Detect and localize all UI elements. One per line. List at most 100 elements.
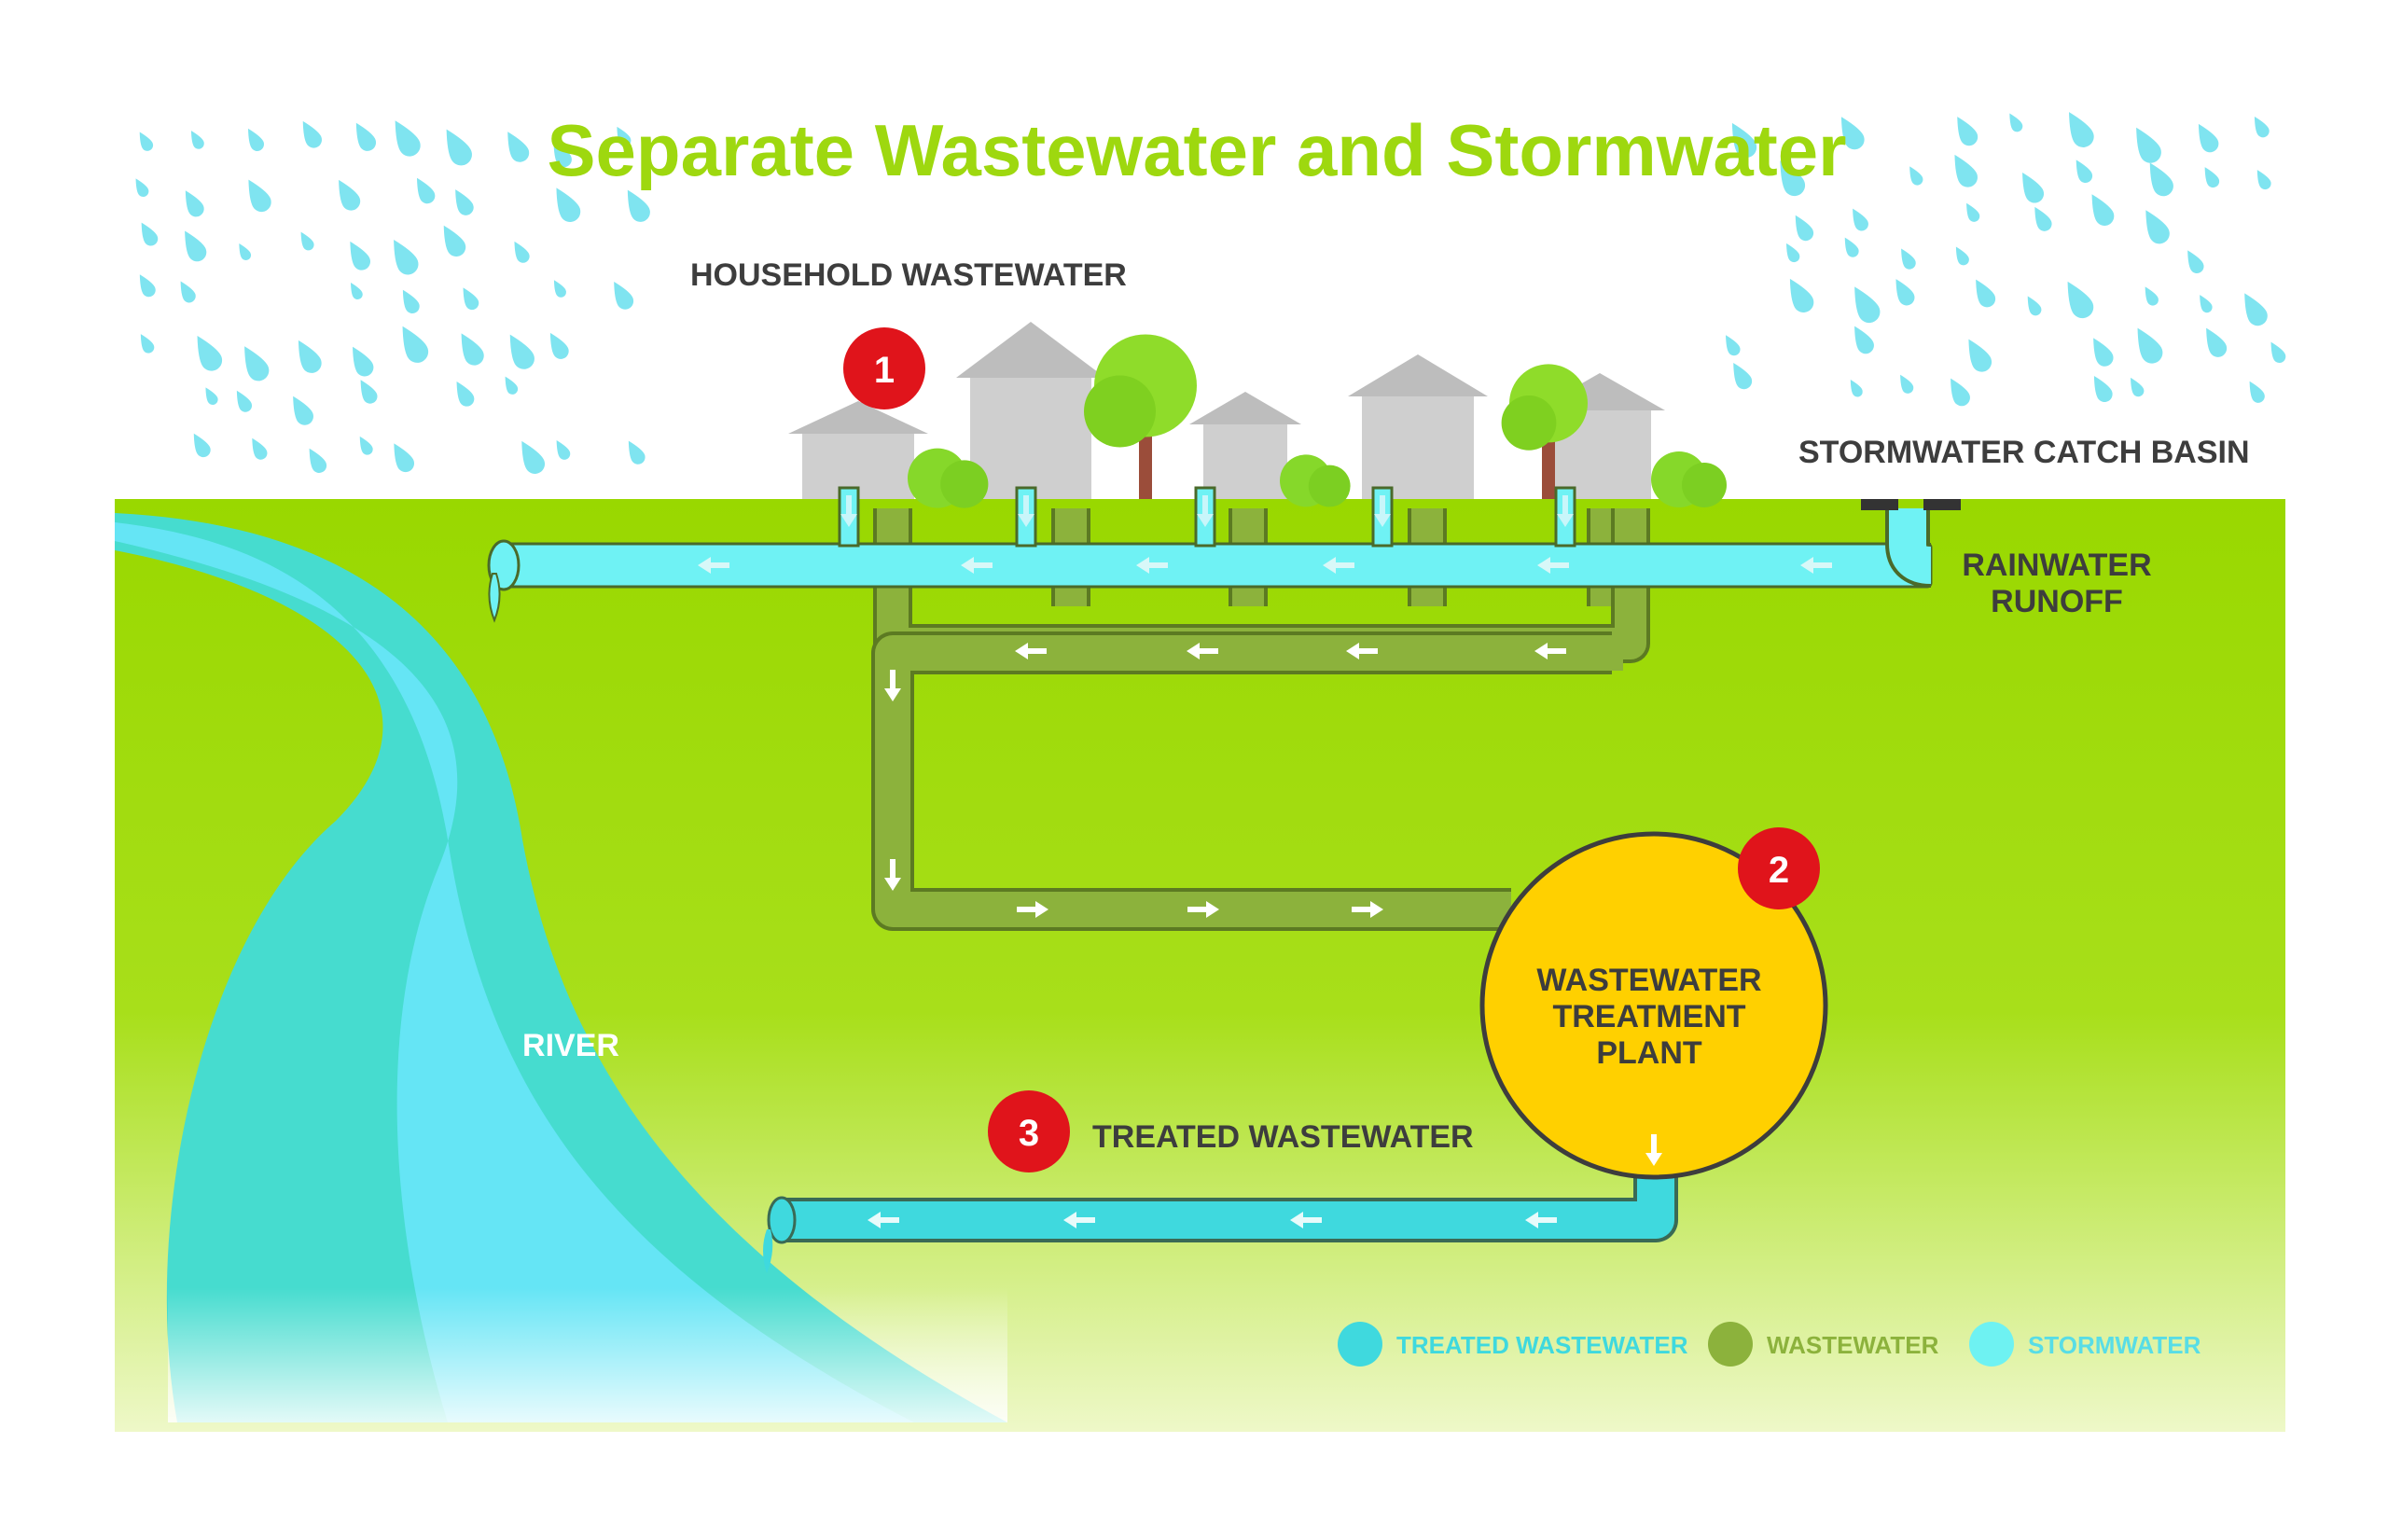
raindrop-icon: [1957, 117, 1978, 146]
label-treated-wastewater: TREATED WASTEWATER: [1092, 1119, 1474, 1155]
raindrop-icon: [2249, 381, 2265, 403]
raindrop-icon: [463, 287, 479, 311]
raindrop-icon: [298, 340, 322, 373]
raindrop-icon: [350, 241, 371, 271]
flow-arrow-icon: [1063, 1212, 1095, 1228]
flow-arrow-icon: [1187, 643, 1218, 659]
flow-arrow-icon: [1290, 1212, 1322, 1228]
raindrop-icon: [293, 395, 313, 425]
legend-label-wastewater: WASTEWATER: [1767, 1331, 1939, 1359]
raindrop-icon: [2204, 167, 2220, 188]
rain-right: [1726, 112, 2286, 407]
flow-arrow-icon: [1136, 557, 1168, 574]
raindrop-icon: [402, 289, 420, 313]
raindrop-icon: [394, 443, 415, 473]
raindrop-icon: [456, 382, 475, 407]
raindrop-icon: [248, 179, 271, 213]
flow-arrow-icon: [1017, 901, 1048, 918]
raindrop-icon: [1733, 362, 1753, 390]
rain-left: [135, 120, 650, 474]
step-badge-3: 3: [988, 1090, 1070, 1172]
raindrop-icon: [461, 333, 484, 366]
house-roof: [788, 401, 928, 434]
legend-label-treated: TREATED WASTEWATER: [1396, 1331, 1688, 1359]
raindrop-icon: [2270, 341, 2286, 363]
flow-arrow-icon: [698, 557, 729, 574]
raindrop-icon: [1844, 237, 1859, 257]
raindrop-icon: [2187, 250, 2204, 273]
legend-swatch-wastewater: [1708, 1322, 1753, 1367]
raindrop-icon: [617, 126, 632, 147]
raindrop-icon: [2206, 327, 2228, 357]
bush: [1682, 463, 1727, 507]
raindrop-icon: [1854, 286, 1881, 323]
raindrop-icon: [2244, 293, 2268, 326]
raindrop-icon: [553, 141, 572, 168]
raindrop-icon: [309, 448, 327, 473]
raindrop-icon: [236, 390, 252, 412]
flow-arrow-icon: [1537, 557, 1569, 574]
flow-arrow-icon: [1187, 901, 1219, 918]
label-plant-line3: PLANT: [1596, 1035, 1702, 1071]
raindrop-icon: [2093, 338, 2114, 367]
legend-label-stormwater: STORMWATER: [2028, 1331, 2201, 1359]
raindrop-icon: [1731, 122, 1757, 159]
flow-arrow-icon: [1525, 1212, 1557, 1228]
raindrop-icon: [443, 225, 466, 257]
label-plant-line1: WASTEWATER: [1536, 963, 1761, 998]
raindrop-icon: [2027, 296, 2042, 316]
raindrop-icon: [300, 231, 314, 251]
house-roof: [1348, 354, 1488, 396]
raindrop-icon: [248, 128, 264, 151]
raindrop-icon: [359, 436, 373, 455]
raindrop-icon: [2093, 376, 2113, 402]
raindrop-icon: [509, 334, 535, 369]
stormwater-pipe: [487, 499, 1961, 623]
raindrop-icon: [1900, 374, 1914, 394]
step-badge-2: 2: [1738, 827, 1820, 909]
raindrop-icon: [1951, 378, 1970, 407]
raindrop-icon: [402, 326, 429, 363]
flow-arrow-icon: [1346, 643, 1378, 659]
flow-arrow-icon: [1018, 495, 1034, 527]
label-river: RIVER: [522, 1028, 619, 1063]
raindrop-icon: [2198, 123, 2219, 153]
raindrop-icon: [394, 240, 419, 275]
svg-text:2: 2: [1769, 850, 1789, 891]
raindrop-icon: [1854, 326, 1874, 354]
raindrop-icon: [455, 189, 474, 215]
raindrop-icon: [2145, 286, 2159, 306]
raindrop-icon: [205, 387, 218, 405]
raindrop-icon: [2034, 206, 2052, 231]
treatment-plant: [1479, 831, 1828, 1180]
raindrop-icon: [1976, 279, 1996, 308]
raindrop-icon: [2136, 127, 2161, 163]
flow-arrow-icon: [1352, 901, 1383, 918]
raindrop-icon: [302, 120, 323, 148]
flow-arrow-icon: [1015, 643, 1047, 659]
step-badge-1: 1: [843, 327, 925, 409]
raindrop-icon: [2022, 172, 2045, 203]
raindrop-icon: [1955, 246, 1969, 266]
raindrop-icon: [2254, 116, 2270, 138]
raindrop-icon: [351, 282, 363, 299]
flow-arrow-icon: [1800, 557, 1832, 574]
raindrop-icon: [553, 280, 566, 298]
bush: [940, 460, 989, 508]
raindrop-icon: [2131, 377, 2145, 397]
svg-text:1: 1: [874, 350, 895, 391]
label-plant-line2: TREATMENT: [1552, 999, 1745, 1034]
raindrop-icon: [1850, 379, 1863, 397]
flow-arrow-icon: [961, 557, 993, 574]
flow-arrow-icon: [1323, 557, 1354, 574]
raindrop-icon: [614, 282, 634, 310]
flow-arrows: [698, 495, 1832, 1228]
raindrop-icon: [2256, 170, 2271, 190]
raindrop-icon: [139, 132, 154, 151]
tree-canopy: [1501, 395, 1557, 451]
label-runoff-line1: RAINWATER: [1962, 548, 2151, 583]
raindrop-icon: [239, 243, 251, 260]
raindrop-icon: [2009, 113, 2023, 132]
raindrop-icon: [197, 335, 223, 371]
